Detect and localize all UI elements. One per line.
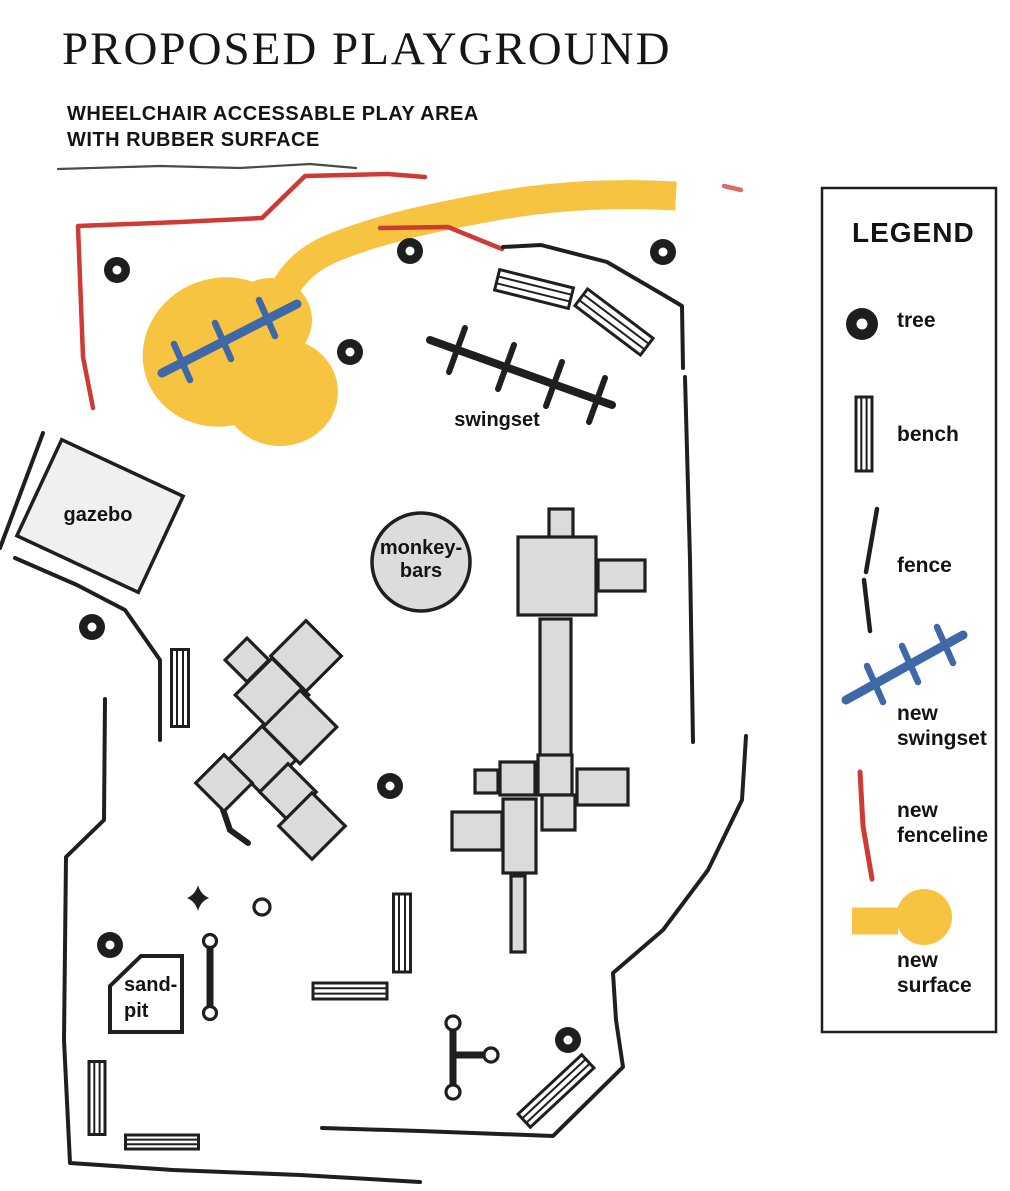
small-equipment bbox=[187, 885, 500, 1101]
small-circle-marker bbox=[252, 897, 272, 917]
tree-icon bbox=[555, 1027, 581, 1053]
legend-label-fence: fence bbox=[897, 554, 952, 577]
tree-icon bbox=[337, 339, 363, 365]
new-fenceline-icon bbox=[857, 769, 875, 882]
bench-icon bbox=[515, 1052, 597, 1130]
tree-icon bbox=[397, 238, 423, 264]
seesaw bbox=[201, 932, 219, 1022]
tetherball-post bbox=[444, 1014, 500, 1101]
new-fenceline bbox=[75, 171, 744, 411]
fence-southwest bbox=[62, 697, 422, 1184]
fence-icon bbox=[861, 506, 880, 634]
play-structure-west bbox=[193, 618, 348, 862]
legend-box bbox=[820, 186, 998, 1034]
new-swingset-icon bbox=[841, 623, 968, 706]
new-surface-icon bbox=[852, 889, 952, 945]
page-subtitle: WHEELCHAIR ACCESSABLE PLAY AREA WITH RUB… bbox=[67, 101, 479, 153]
monkey-bars-label: monkey- bars bbox=[379, 537, 463, 582]
bench-icon bbox=[492, 267, 576, 311]
fence-southeast bbox=[320, 734, 748, 1138]
bench-icon bbox=[572, 286, 656, 358]
bench-icon bbox=[124, 1133, 200, 1151]
gazebo-label: gazebo bbox=[63, 504, 133, 526]
tree-icon bbox=[97, 932, 123, 958]
bench-icon bbox=[170, 648, 190, 728]
trees bbox=[79, 238, 676, 1053]
fence-east bbox=[683, 375, 695, 744]
subtitle-line-2: WITH RUBBER SURFACE bbox=[67, 129, 320, 151]
play-structure-east bbox=[450, 507, 647, 954]
bench-icon bbox=[392, 892, 412, 974]
legend-label-tree: tree bbox=[897, 309, 936, 332]
legend-label-new-swingset: new swingset bbox=[897, 702, 987, 750]
legend-label-new-surface: new surface bbox=[897, 949, 972, 997]
legend-label-new-fenceline: new fenceline bbox=[897, 799, 989, 847]
tree-icon bbox=[650, 239, 676, 265]
new-surface-area bbox=[142, 180, 677, 446]
legend-label-bench: bench bbox=[897, 423, 959, 446]
bench-icon bbox=[311, 981, 389, 1001]
tree-icon bbox=[846, 308, 878, 340]
fence-lines bbox=[0, 162, 748, 1184]
tree-icon bbox=[377, 773, 403, 799]
monkey-bars-circle bbox=[370, 511, 472, 613]
legend-title: LEGEND bbox=[852, 217, 975, 248]
fence-northeast bbox=[501, 243, 685, 370]
fence-northwest bbox=[0, 431, 45, 550]
sandpit-shape bbox=[108, 954, 184, 1034]
fence-gazebo-south bbox=[13, 556, 162, 742]
sandpit-label: sand- pit bbox=[124, 974, 178, 1022]
swingset bbox=[426, 325, 616, 425]
new-swingset bbox=[157, 296, 302, 384]
gazebo-shape bbox=[14, 437, 186, 595]
star-marker bbox=[187, 885, 209, 911]
bench-icon bbox=[854, 395, 874, 473]
bench-icon bbox=[87, 1060, 107, 1136]
tree-icon bbox=[104, 257, 130, 283]
subtitle-line-1: WHEELCHAIR ACCESSABLE PLAY AREA bbox=[67, 103, 479, 125]
benches bbox=[87, 267, 656, 1151]
swingset-label: swingset bbox=[454, 409, 540, 431]
page-title: PROPOSED PLAYGROUND bbox=[62, 23, 672, 75]
tree-icon bbox=[79, 614, 105, 640]
